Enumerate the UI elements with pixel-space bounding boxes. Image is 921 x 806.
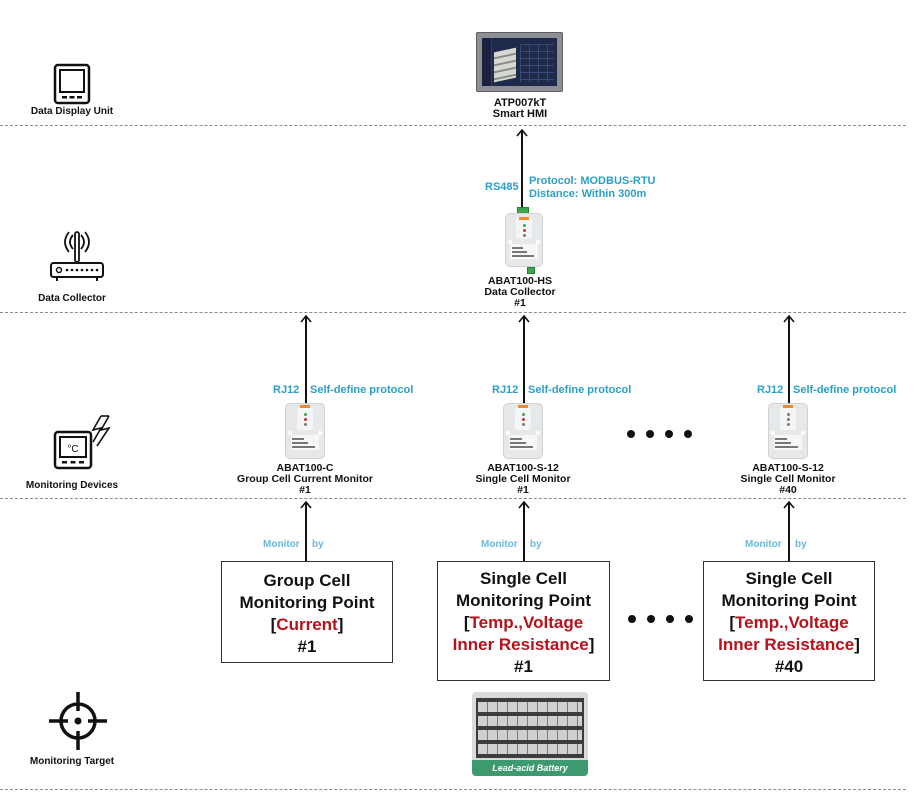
monitor1-name: ABAT100-C [276, 462, 334, 474]
monitor2-device-image [503, 403, 543, 459]
point40-line1: Single Cell [745, 569, 833, 588]
collector-name: ABAT100-HS [488, 275, 552, 287]
point2-param2: Inner Resistance [452, 635, 589, 654]
point1-index: #1 [297, 637, 317, 656]
tier-divider [0, 312, 906, 313]
terminal-connector [527, 267, 535, 274]
monitor-by-label-40b: by [795, 539, 807, 550]
hmi-name: ATP007kT [493, 97, 547, 109]
point40-param1: Temp.,Voltage [735, 613, 849, 632]
point1-line1: Group Cell [263, 571, 351, 590]
monitor1-subtitle: Group Cell Current Monitor [237, 473, 373, 485]
rs485-label: RS485 [485, 181, 519, 193]
monitor-by-label-2: Monitor [481, 539, 518, 550]
monitor1-device-image [285, 403, 325, 459]
point2-line1: Single Cell [480, 569, 567, 588]
point40-index: #40 [774, 657, 804, 676]
monitor1-index: #1 [299, 484, 311, 496]
tier-label-monitoring-target: Monitoring Target [29, 756, 115, 767]
point40-params-2: Inner Resistance] [718, 635, 860, 654]
point40-params: [Temp.,Voltage [729, 613, 849, 632]
arrow-monitor2-to-collector [518, 314, 530, 404]
monitor2-interface: RJ12 [492, 384, 519, 396]
point2-line2: Monitoring Point [455, 591, 592, 610]
arrow-collector-to-hmi [516, 128, 528, 208]
monitor1-protocol: Self-define protocol [310, 384, 414, 396]
monitor2-protocol: Self-define protocol [528, 384, 632, 396]
tier-divider [0, 789, 906, 790]
more-points-ellipsis [628, 615, 693, 623]
collector-subtitle: Data Collector [484, 286, 556, 298]
monitor2-index: #1 [517, 484, 529, 496]
monitor40-index: #40 [779, 484, 797, 496]
arrow-monitor1-to-collector [300, 314, 312, 404]
monitoring-point-box-1: Group Cell Monitoring Point [Current] #1 [221, 561, 393, 663]
tier-label-data-collector: Data Collector [38, 293, 106, 304]
more-devices-ellipsis [627, 430, 692, 438]
monitor-by-label-1: Monitor [263, 539, 300, 550]
monitor40-device-image [768, 403, 808, 459]
battery-caption: Lead-acid Battery [472, 760, 588, 776]
monitor40-interface: RJ12 [757, 384, 784, 396]
arrow-point2-to-monitor [518, 500, 530, 562]
thermostat-lightning-icon: °C [53, 415, 111, 470]
point2-param1: Temp.,Voltage [469, 613, 584, 632]
arrow-monitor40-to-collector [783, 314, 795, 404]
point40-line2: Monitoring Point [721, 591, 857, 610]
data-collector-device-image [505, 213, 543, 267]
point2-params-2: Inner Resistance] [452, 635, 595, 654]
hmi-device-image [476, 32, 563, 92]
router-antenna-icon [50, 231, 104, 281]
monitor2-subtitle: Single Cell Monitor [475, 473, 571, 485]
monitor1-interface: RJ12 [273, 384, 300, 396]
point1-params: [Current] [270, 615, 344, 634]
point1-param: Current [276, 615, 338, 634]
arrow-point1-to-monitor [300, 500, 312, 562]
display-unit-icon [53, 63, 91, 105]
arrow-point40-to-monitor [783, 500, 795, 562]
monitor-by-label-1b: by [312, 539, 324, 550]
point2-index: #1 [514, 657, 533, 676]
point40-param2: Inner Resistance [718, 635, 855, 654]
collector-index: #1 [514, 297, 526, 309]
distance-label: Distance: Within 300m [529, 188, 647, 200]
monitoring-point-box-40: Single Cell Monitoring Point [Temp.,Volt… [703, 561, 875, 681]
point2-params: [Temp.,Voltage [463, 613, 584, 632]
monitor40-subtitle: Single Cell Monitor [740, 473, 836, 485]
tier-label-monitoring-devices: Monitoring Devices [25, 480, 119, 491]
hmi-subtitle: Smart HMI [492, 108, 548, 120]
hmi-screen [482, 38, 557, 86]
tier-divider [0, 498, 906, 499]
celsius-text: °C [67, 444, 78, 455]
monitoring-point-box-2: Single Cell Monitoring Point [Temp.,Volt… [437, 561, 610, 681]
tier-divider [0, 125, 906, 126]
monitor2-name: ABAT100-S-12 [487, 462, 559, 474]
crosshair-target-icon [49, 692, 107, 750]
monitor-by-label-40: Monitor [745, 539, 782, 550]
monitor40-name: ABAT100-S-12 [752, 462, 824, 474]
point1-line2: Monitoring Point [239, 593, 375, 612]
lead-acid-battery-image: Lead-acid Battery [472, 692, 588, 776]
monitor-by-label-2b: by [530, 539, 542, 550]
monitor40-protocol: Self-define protocol [793, 384, 897, 396]
modbus-protocol-label: Protocol: MODBUS-RTU [529, 175, 656, 187]
tier-label-display-unit: Data Display Unit [30, 106, 114, 117]
